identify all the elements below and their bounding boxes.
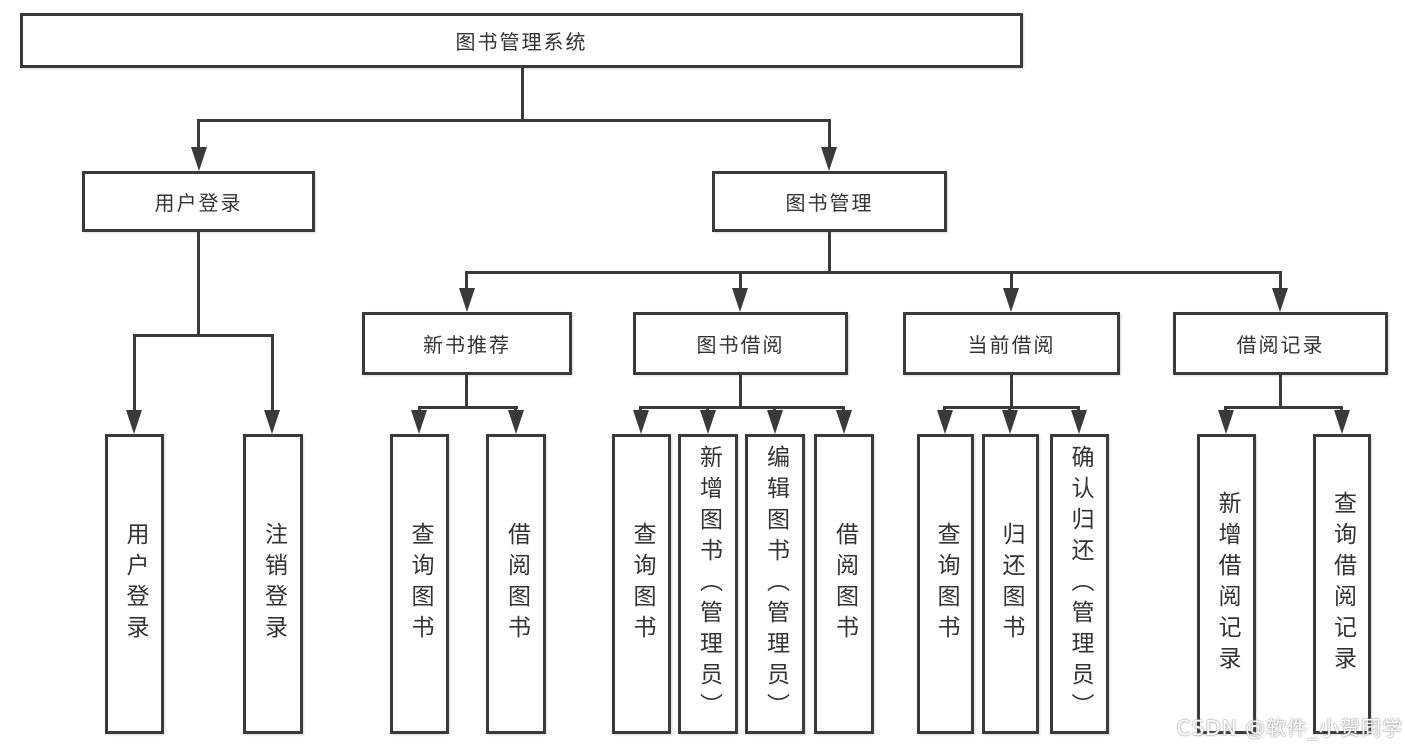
leaf-logout-login: 注销登录 — [243, 434, 303, 734]
node-borrow-records: 借阅记录 — [1173, 312, 1388, 375]
leaf-confirm-return-admin: 确认归还（管理员） — [1050, 434, 1109, 734]
arrow-down-icon — [411, 410, 427, 434]
leaf-user-login: 用户登录 — [105, 434, 164, 734]
connector-vline — [465, 375, 468, 408]
leaf-borrow-books-recommend: 借阅图书 — [486, 434, 546, 734]
leaf-edit-book-admin: 编辑图书（管理员） — [745, 434, 805, 734]
leaf-query-borrow-record: 查询借阅记录 — [1313, 434, 1371, 734]
arrow-down-icon — [1272, 288, 1288, 312]
connector-vline — [1010, 375, 1013, 408]
node-book-borrow: 图书借阅 — [633, 312, 848, 375]
connector-hline — [198, 119, 831, 122]
watermark: CSDN @软件_小贺同学 — [1176, 716, 1403, 740]
connector-vline — [739, 375, 742, 408]
connector-hline — [1224, 406, 1343, 409]
connector-vline — [1010, 271, 1013, 291]
leaf-query-books-current: 查询图书 — [917, 434, 974, 734]
node-user-login: 用户登录 — [82, 171, 315, 232]
connector-vline — [465, 271, 468, 291]
arrow-down-icon — [1071, 410, 1087, 434]
connector-hline — [943, 406, 1080, 409]
leaf-add-book-admin: 新增图书（管理员） — [678, 434, 738, 734]
connector-vline — [521, 68, 524, 121]
connector-hline — [418, 406, 518, 409]
connector-vline — [828, 119, 831, 150]
node-book-management: 图书管理 — [712, 171, 947, 232]
connector-vline — [197, 119, 200, 150]
connector-hline — [639, 406, 845, 409]
arrow-down-icon — [1003, 288, 1019, 312]
arrow-down-icon — [1218, 410, 1234, 434]
arrow-down-icon — [836, 410, 852, 434]
node-current-borrow: 当前借阅 — [903, 312, 1120, 375]
arrow-down-icon — [126, 410, 142, 434]
connector-vline — [1279, 271, 1282, 291]
node-new-book-recommend: 新书推荐 — [362, 312, 572, 375]
arrow-down-icon — [1334, 410, 1350, 434]
leaf-borrow-books-borrow: 借阅图书 — [814, 434, 874, 734]
connector-vline — [197, 232, 200, 336]
arrow-down-icon — [264, 410, 280, 434]
arrow-down-icon — [732, 288, 748, 312]
node-library-system: 图书管理系统 — [20, 13, 1023, 68]
arrow-down-icon — [821, 147, 837, 171]
arrow-down-icon — [700, 410, 716, 434]
connector-vline — [828, 232, 831, 273]
connector-vline — [271, 334, 274, 412]
arrow-down-icon — [459, 288, 475, 312]
connector-vline — [133, 334, 136, 412]
connector-hline — [133, 334, 274, 337]
connector-vline — [1279, 375, 1282, 408]
leaf-query-books-borrow: 查询图书 — [612, 434, 671, 734]
arrow-down-icon — [508, 410, 524, 434]
connector-hline — [465, 271, 1282, 274]
arrow-down-icon — [633, 410, 649, 434]
arrow-down-icon — [191, 147, 207, 171]
leaf-return-book: 归还图书 — [982, 434, 1039, 734]
connector-vline — [739, 271, 742, 291]
arrow-down-icon — [937, 410, 953, 434]
arrow-down-icon — [767, 410, 783, 434]
leaf-query-books-recommend: 查询图书 — [390, 434, 449, 734]
leaf-add-borrow-record: 新增借阅记录 — [1197, 434, 1256, 734]
arrow-down-icon — [1002, 410, 1018, 434]
